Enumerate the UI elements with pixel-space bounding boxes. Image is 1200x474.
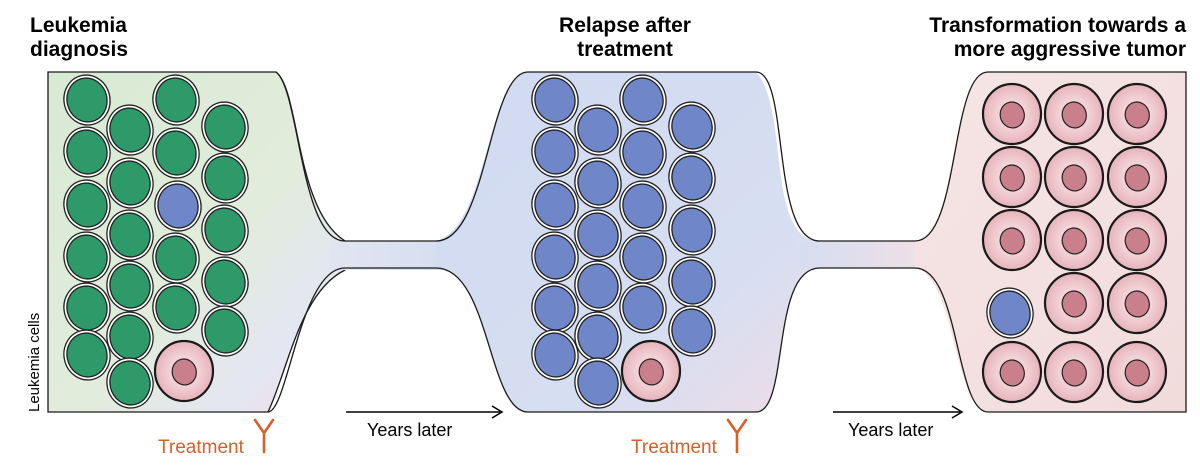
green-leukemia-cell (106, 311, 154, 363)
aggressive-tumor-cell (1043, 271, 1105, 335)
blue-leukemia-cell (531, 126, 579, 178)
blue-leukemia-cell (154, 180, 202, 232)
blue-leukemia-cell (668, 152, 716, 204)
years-later-label: Years later (367, 420, 452, 440)
blue-leukemia-cell (668, 305, 716, 357)
stage2-title-line1: Relapse after (559, 14, 691, 37)
antibody-y-icon (726, 418, 748, 454)
stage1-title-line1: Leukemia (30, 14, 127, 37)
blue-leukemia-cell (619, 282, 667, 334)
aggressive-tumor-cell (1106, 82, 1168, 146)
blue-leukemia-cell (619, 74, 667, 126)
green-leukemia-cell (106, 357, 154, 409)
cells-layer (63, 74, 1168, 409)
aggressive-tumor-cell (1106, 145, 1168, 209)
aggressive-tumor-cell (981, 82, 1043, 146)
blue-leukemia-cell (574, 104, 622, 156)
green-leukemia-cell (152, 232, 200, 284)
blue-leukemia-cell (619, 180, 667, 232)
stage1-title-line2: diagnosis (30, 38, 128, 61)
green-leukemia-cell (152, 74, 200, 126)
bridge2-region (800, 241, 940, 268)
blue-leukemia-cell (574, 157, 622, 209)
green-leukemia-cell (106, 209, 154, 261)
green-leukemia-cell (63, 126, 111, 178)
bridge1-region (330, 241, 460, 270)
green-leukemia-cell (152, 127, 200, 179)
aggressive-tumor-cell (1043, 82, 1105, 146)
treatment-label: Treatment (631, 437, 718, 458)
green-leukemia-cell (63, 231, 111, 283)
aggressive-tumor-cell (1043, 208, 1105, 272)
aggressive-tumor-cell (1043, 340, 1105, 404)
fish-plot-outline-top (267, 71, 1187, 413)
green-leukemia-cell (152, 282, 200, 334)
blue-leukemia-cell (619, 127, 667, 179)
time-arrow-2: Years later (833, 405, 964, 440)
blue-leukemia-cell (574, 209, 622, 261)
y-axis-label: Leukemia cells (26, 313, 43, 412)
time-arrow-1: Years later (346, 405, 504, 440)
aggressive-tumor-cell (1043, 145, 1105, 209)
blue-leukemia-cell (668, 101, 716, 153)
stage3-title-line2: more aggressive tumor (954, 38, 1186, 61)
blue-leukemia-cell (531, 179, 579, 231)
green-leukemia-cell (201, 152, 249, 204)
green-leukemia-cell (63, 74, 111, 126)
blue-leukemia-cell (531, 74, 579, 126)
blue-leukemia-cell (531, 329, 579, 381)
antibody-y-icon (253, 418, 275, 454)
blue-leukemia-cell (531, 282, 579, 334)
green-leukemia-cell (106, 260, 154, 312)
stage3-title-line1: Transformation towards a (929, 14, 1186, 37)
stage2-title-line2: treatment (577, 38, 673, 61)
green-leukemia-cell (63, 282, 111, 334)
aggressive-tumor-cell (1106, 271, 1168, 335)
aggressive-tumor-cell (981, 208, 1043, 272)
aggressive-tumor-cell (981, 340, 1043, 404)
blue-leukemia-cell (574, 357, 622, 409)
aggressive-tumor-cell (620, 339, 682, 403)
treatment-2: Treatment (631, 418, 748, 458)
aggressive-tumor-cell (1106, 340, 1168, 404)
blue-leukemia-cell (574, 260, 622, 312)
aggressive-tumor-cell (153, 339, 215, 403)
green-leukemia-cell (63, 329, 111, 381)
green-leukemia-cell (201, 204, 249, 256)
green-leukemia-cell (106, 157, 154, 209)
arrow-head (491, 405, 504, 419)
green-leukemia-cell (201, 305, 249, 357)
green-leukemia-cell (63, 179, 111, 231)
blue-leukemia-cell (619, 232, 667, 284)
years-later-label: Years later (848, 420, 933, 440)
blue-leukemia-cell (531, 231, 579, 283)
aggressive-tumor-cell (981, 145, 1043, 209)
blue-leukemia-cell (668, 204, 716, 256)
arrow-head (951, 405, 964, 419)
blue-leukemia-cell (986, 287, 1034, 339)
green-leukemia-cell (106, 104, 154, 156)
green-leukemia-cell (201, 101, 249, 153)
treatment-label: Treatment (158, 437, 245, 458)
treatment-1: Treatment (158, 418, 275, 458)
aggressive-tumor-cell (1106, 208, 1168, 272)
blue-leukemia-cell (668, 256, 716, 308)
